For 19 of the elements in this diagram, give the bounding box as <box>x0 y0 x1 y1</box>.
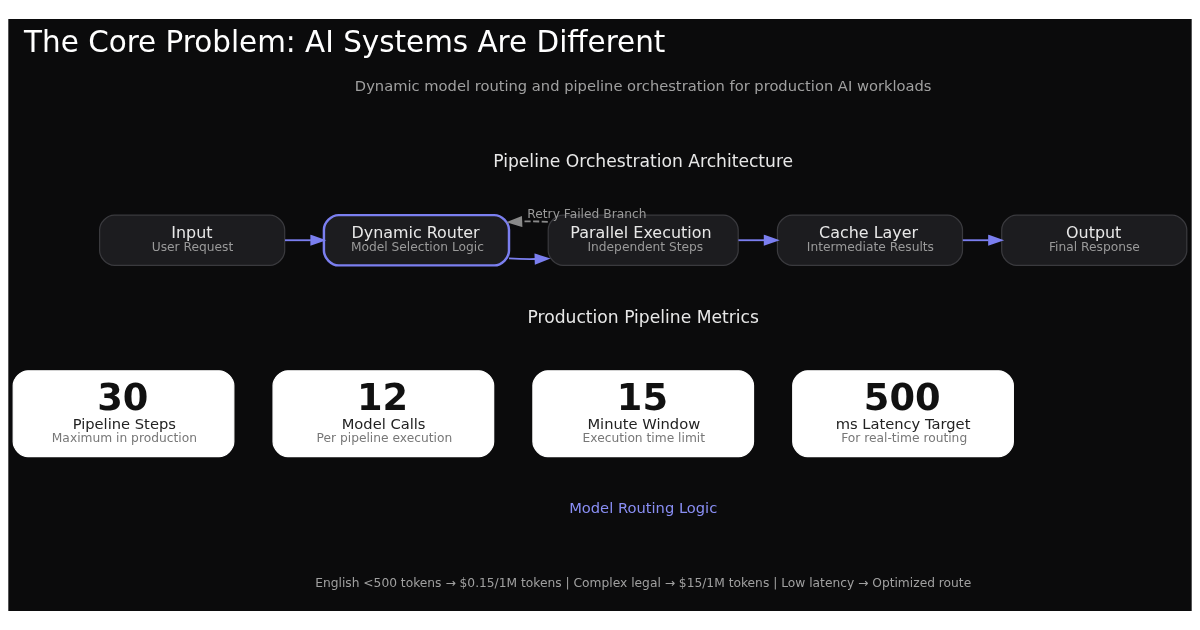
arrow <box>506 215 549 228</box>
label: English <500 tokens → $0.15/1M tokens | Complex legal → $15/1M tokens | Low latency → Optimized route <box>315 576 972 591</box>
diagram-title: The Core Problem: AI Systems Are Different <box>24 25 666 60</box>
label: Dynamic model routing and pipeline orchestration for production AI workloads <box>354 77 932 95</box>
label: Model Routing Logic <box>569 499 718 517</box>
node-box: 500 ms Latency Target For real-time routing <box>792 370 1014 458</box>
arrow <box>737 234 780 246</box>
arrow <box>284 234 327 246</box>
label: Production Pipeline Metrics <box>527 306 759 327</box>
arrow <box>961 234 1005 246</box>
label: Pipeline Orchestration Architecture <box>493 150 794 171</box>
node-box: Input User Request <box>99 214 286 266</box>
node-box: Cache Layer Intermediate Results <box>776 214 964 266</box>
node-box: 30 Pipeline Steps Maximum in production <box>12 370 235 458</box>
node-box: 12 Model Calls Per pipeline execution <box>272 370 495 458</box>
node-box: Dynamic Router Model Selection Logic <box>322 213 511 267</box>
node-box: Output Final Response <box>1001 214 1188 266</box>
arrow <box>508 253 551 265</box>
node-box: 15 Minute Window Execution time limit <box>532 370 755 458</box>
